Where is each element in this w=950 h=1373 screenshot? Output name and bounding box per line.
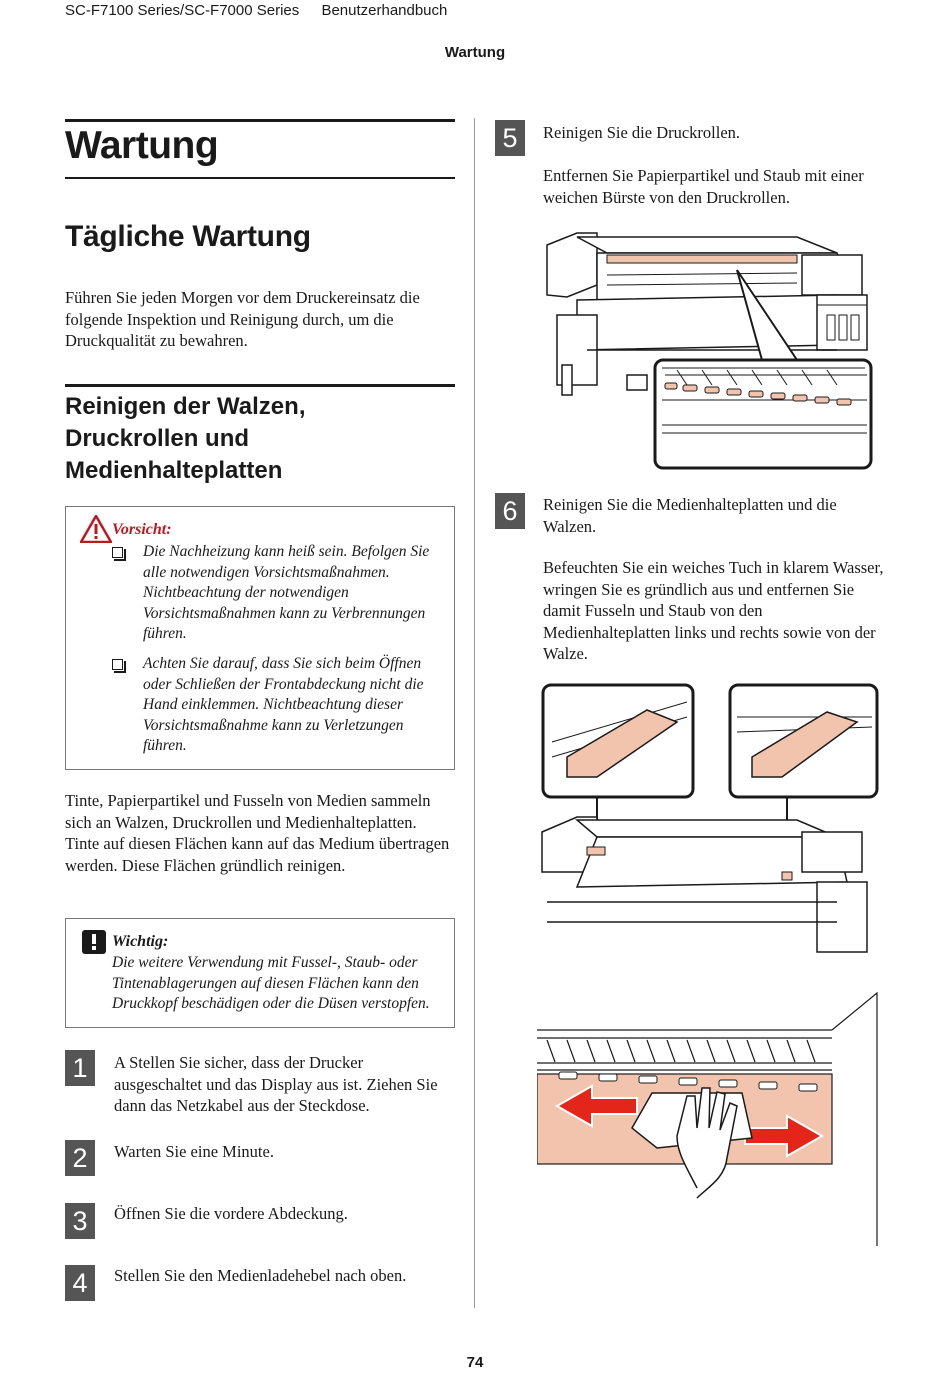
step-number: 6 xyxy=(495,493,525,529)
series-name: SC-F7100 Series/SC-F7000 Series xyxy=(65,2,300,19)
platen-wiping-illustration xyxy=(537,991,878,1246)
section-header: Wartung xyxy=(444,44,506,61)
subsection-rule xyxy=(65,384,455,387)
column-divider xyxy=(474,118,475,1308)
important-text: Die weitere Verwendung mit Fussel-, Stau… xyxy=(112,954,430,1012)
section-title: Tägliche Wartung xyxy=(65,220,311,253)
step-number: 5 xyxy=(495,120,525,156)
media-plates-illustration xyxy=(541,683,879,953)
title-rule-bottom xyxy=(65,177,455,179)
warning-icon xyxy=(80,515,112,543)
caution-item: Die Nachheizung kann heiß sein. Befolgen… xyxy=(112,542,446,645)
intro-paragraph: Führen Sie jeden Morgen vor dem Druckere… xyxy=(65,288,420,350)
important-icon xyxy=(82,930,106,954)
step-text: Entfernen Sie Papierpartikel und Staub m… xyxy=(543,166,864,207)
step-title: Reinigen Sie die Medienhalteplatten und … xyxy=(543,495,837,536)
manual-name: Benutzerhandbuch xyxy=(321,2,448,19)
step-number: 1 xyxy=(65,1050,95,1086)
caution-title: Vorsicht: xyxy=(112,521,172,538)
important-title: Wichtig: xyxy=(112,933,169,950)
caution-box: Vorsicht: Die Nachheizung kann heiß sein… xyxy=(65,506,455,770)
step-text: A Stellen Sie sicher, dass der Drucker a… xyxy=(114,1053,438,1115)
checkbox-bullet-icon xyxy=(112,659,126,673)
caution-item: Achten Sie darauf, dass Sie sich beim Öf… xyxy=(112,654,446,757)
page-title: Wartung xyxy=(65,124,219,167)
printer-rollers-illustration xyxy=(546,232,873,470)
page-number: 74 xyxy=(466,1354,484,1371)
important-box: Wichtig: Die weitere Verwendung mit Fuss… xyxy=(65,918,455,1028)
step-text: Stellen Sie den Medienladehebel nach obe… xyxy=(114,1266,407,1285)
body-paragraph: Tinte, Papierpartikel und Fusseln von Me… xyxy=(65,791,450,875)
step-text: Befeuchten Sie ein weiches Tuch in klare… xyxy=(543,558,884,663)
step-number: 3 xyxy=(65,1203,95,1239)
step-number: 4 xyxy=(65,1265,95,1301)
subsection-heading: Reinigen der Walzen, Druckrollen und Med… xyxy=(65,393,306,484)
running-header: SC-F7100 Series/SC-F7000 Series Benutzer… xyxy=(65,2,465,19)
step-title: Reinigen Sie die Druckrollen. xyxy=(543,123,741,142)
step-text: Warten Sie eine Minute. xyxy=(114,1142,274,1161)
title-rule-top xyxy=(65,119,455,122)
step-number: 2 xyxy=(65,1140,95,1176)
checkbox-bullet-icon xyxy=(112,547,126,561)
step-text: Öffnen Sie die vordere Abdeckung. xyxy=(114,1204,348,1223)
